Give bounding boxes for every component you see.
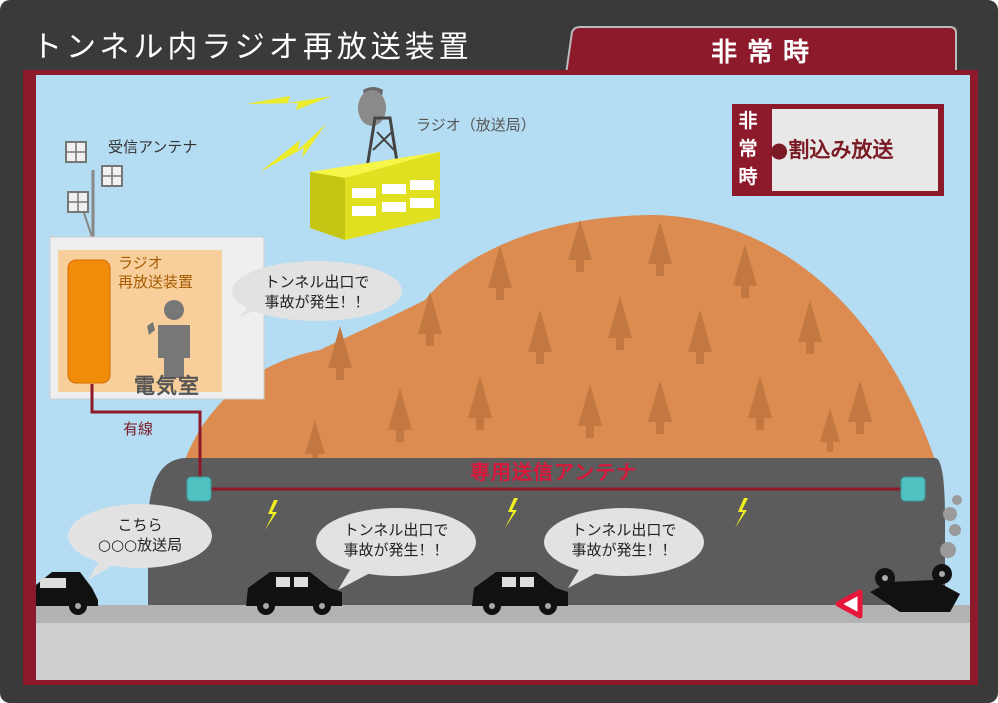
receiving-antenna	[65, 141, 123, 241]
radio-station	[310, 87, 440, 240]
tunnel-signal-icons	[265, 498, 748, 530]
rebroadcast-label-line1: ラジオ	[118, 254, 163, 272]
electric-room-label: 電気室	[134, 374, 200, 398]
car2-bubble	[316, 508, 476, 590]
emergency-badge-vertical: 非 常 時	[732, 104, 764, 196]
car2-bubble-line2: 事故が発生！！	[343, 541, 449, 559]
warning-triangle-icon	[835, 589, 863, 619]
car-right	[472, 572, 568, 615]
receiving-antenna-label: 受信アンテナ	[108, 138, 198, 156]
dedicated-antenna-label: 専用送信アンテナ	[470, 460, 638, 484]
operator-bubble	[232, 261, 402, 321]
trees	[305, 220, 872, 464]
car1-bubble	[68, 504, 212, 580]
radio-station-label: ラジオ（放送局）	[416, 116, 536, 134]
car-left	[36, 572, 98, 615]
emergency-badge-inner	[772, 109, 938, 191]
antenna-node-right	[900, 476, 926, 502]
emergency-char-1: 非	[738, 110, 758, 132]
emergency-char-3: 時	[738, 166, 758, 188]
car3-bubble-text: トンネル出口で 事故が発生！！	[559, 520, 689, 560]
car1-bubble-text: こちら ○○○放送局	[80, 515, 200, 555]
emergency-badge: 非 常 時 ●割込み放送	[732, 104, 944, 196]
mode-tab	[564, 26, 957, 75]
road-edge	[36, 605, 970, 623]
car3-bubble	[544, 508, 704, 588]
radio-wave-icons	[246, 96, 332, 172]
emergency-message: ●割込み放送	[770, 138, 894, 162]
mode-tab-label[interactable]: 非常時	[710, 38, 819, 68]
car3-bubble-line2: 事故が発生！！	[571, 541, 677, 559]
antenna-node-left	[186, 476, 212, 502]
emergency-char-2: 常	[738, 138, 758, 160]
wired-cable	[90, 384, 202, 488]
car3-bubble-line1: トンネル出口で	[571, 521, 677, 539]
rebroadcast-label-line2: 再放送装置	[118, 273, 194, 291]
smoke	[940, 495, 962, 558]
car2-bubble-text: トンネル出口で 事故が発生！！	[331, 520, 461, 560]
rebroadcast-device	[67, 259, 111, 384]
wired-label: 有線	[123, 420, 154, 438]
overturned-car	[870, 564, 960, 612]
operator-bubble-line1: トンネル出口で	[264, 273, 370, 291]
operator-bubble-line2: 事故が発生！！	[264, 293, 370, 311]
rebroadcast-device-label: ラジオ 再放送装置	[118, 254, 193, 292]
car2-bubble-line1: トンネル出口で	[343, 521, 449, 539]
operator-bubble-text: トンネル出口で 事故が発生！！	[252, 272, 382, 312]
car1-bubble-line1: こちら	[117, 516, 163, 534]
car1-bubble-line2: ○○○放送局	[97, 536, 183, 554]
operator-icon	[147, 300, 190, 378]
car-middle	[246, 572, 342, 615]
page-title: トンネル内ラジオ再放送装置	[32, 30, 473, 65]
